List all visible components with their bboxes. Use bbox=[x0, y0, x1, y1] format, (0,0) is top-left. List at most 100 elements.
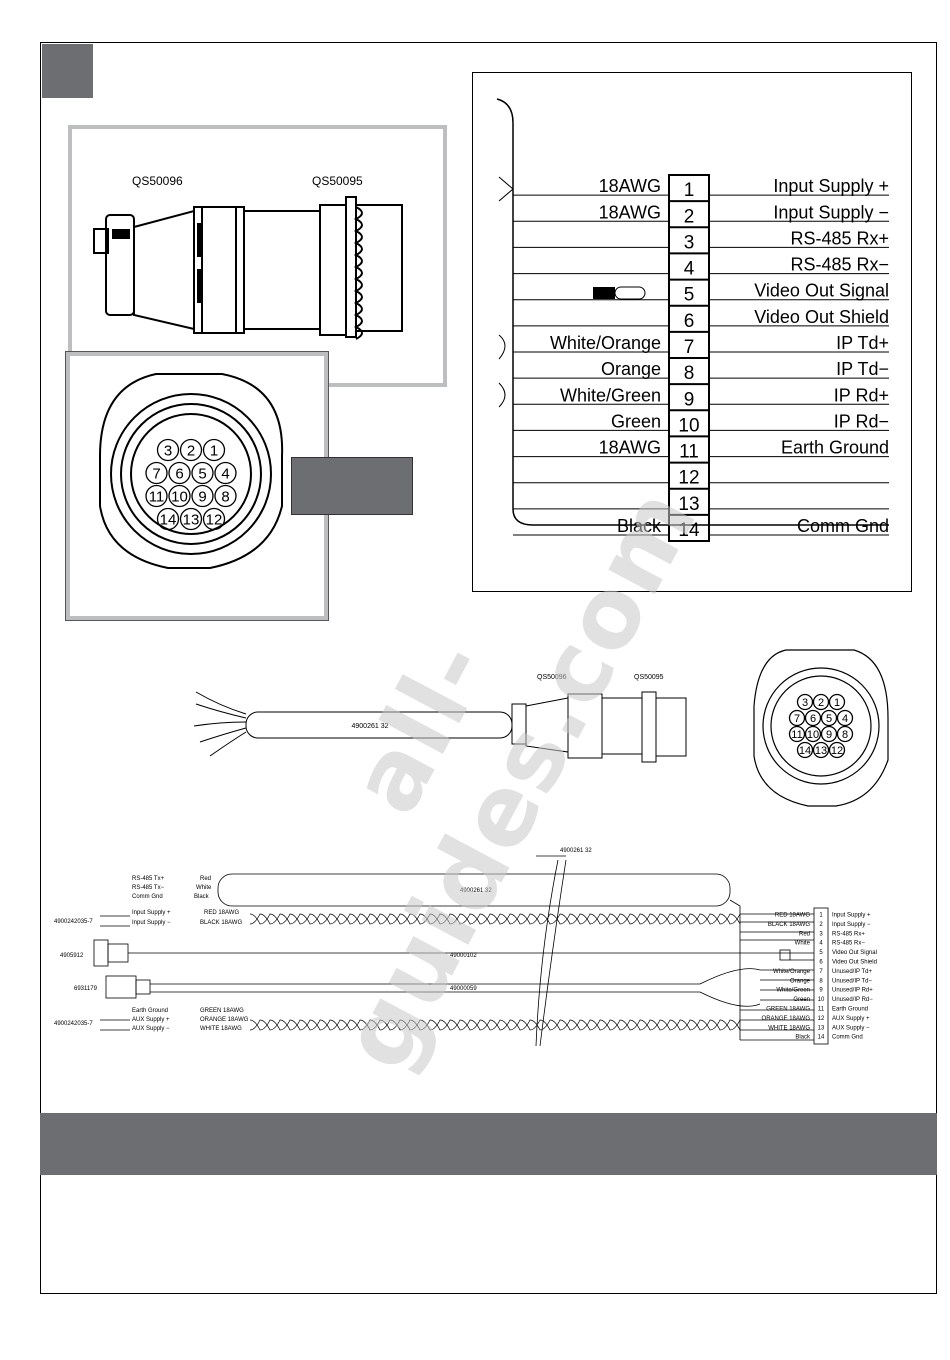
pin-signal-4: RS-485 Rx− bbox=[790, 255, 889, 275]
face-pin-circle-14 bbox=[156, 507, 180, 531]
face-pin-label-3: 3 bbox=[164, 442, 172, 459]
face-pin-circle-10 bbox=[168, 484, 191, 508]
pin-wire-2: 18AWG bbox=[599, 202, 661, 222]
face-pin-circle-2 bbox=[179, 438, 203, 462]
wiring-ground-wire-2: ORANGE 18AWG bbox=[200, 1017, 249, 1023]
wiring-left-wire-1: Red bbox=[200, 876, 211, 882]
pin-signal-6: Video Out Shield bbox=[754, 307, 889, 327]
wiring-pin-wire-1: RED 18AWG bbox=[775, 913, 810, 919]
pin-number-10: 10 bbox=[678, 415, 699, 436]
wiring-supply-wire-2: BLACK 18AWG bbox=[200, 920, 242, 926]
connector-photo-panel: QS50096 QS50095 bbox=[68, 125, 447, 387]
wiring-pin-signal-3: RS-485 Rx+ bbox=[832, 931, 865, 937]
pin-number-9: 9 bbox=[684, 389, 695, 410]
wiring-pin-wire-9: White/Green bbox=[776, 988, 810, 994]
pin-number-8: 8 bbox=[684, 363, 695, 384]
wiring-ground-line-1: Earth Ground bbox=[132, 1008, 168, 1014]
wiring-cable-part: 4900261 32 bbox=[460, 888, 492, 894]
pin-signal-10: IP Rd− bbox=[834, 411, 889, 431]
wiring-pin-number-13: 13 bbox=[818, 1025, 825, 1031]
pin-signal-8: IP Td− bbox=[836, 359, 889, 379]
wiring-supply-wire-1: RED 18AWG bbox=[204, 910, 239, 916]
pin-number-4: 4 bbox=[684, 259, 695, 280]
face-pin-label-2: 2 bbox=[187, 442, 195, 459]
wiring-video-connector: 4905912 bbox=[60, 953, 84, 959]
wiring-pin-signal-7: Unused/IP Td+ bbox=[832, 969, 872, 975]
wiring-pin-wire-8: Orange bbox=[790, 978, 811, 984]
face-pin-circle-7 bbox=[145, 461, 168, 485]
pin-wire-1: 18AWG bbox=[599, 176, 661, 196]
pin-number-12: 12 bbox=[678, 468, 699, 489]
pin-number-1: 1 bbox=[684, 180, 695, 201]
wiring-top-part: 4900261 32 bbox=[560, 848, 592, 854]
face-pin-label-12: 12 bbox=[206, 511, 223, 528]
wiring-ground-part: 4900242035-7 bbox=[54, 1021, 93, 1027]
wiring-left-wire-3: Black bbox=[194, 894, 210, 900]
page-frame bbox=[40, 42, 937, 1294]
wiring-pin-number-7: 7 bbox=[819, 969, 823, 975]
face-pin-circle-1 bbox=[202, 438, 226, 462]
wiring-pin-signal-10: Unused/IP Rd− bbox=[832, 997, 873, 1003]
face-pin-label-6: 6 bbox=[175, 465, 183, 482]
face-pin-circle-5 bbox=[191, 461, 214, 485]
wiring-supply-line-2: Input Supply − bbox=[132, 920, 171, 926]
pin-number-14: 14 bbox=[678, 520, 700, 541]
wiring-pin-signal-11: Earth Ground bbox=[832, 1007, 868, 1013]
wiring-left-label-3: Comm Gnd bbox=[132, 894, 163, 900]
pin-number-7: 7 bbox=[684, 337, 695, 358]
pin-wire-10: Green bbox=[611, 411, 661, 431]
wiring-pin-wire-3: Red bbox=[799, 931, 810, 937]
face-pin-circle-13 bbox=[179, 507, 203, 531]
face-pin-label-8: 8 bbox=[221, 488, 229, 505]
face-pin-label-10: 10 bbox=[171, 488, 188, 505]
wiring-supply-part: 4900242035-7 bbox=[54, 919, 93, 925]
wiring-pin-signal-14: Comm Gnd bbox=[832, 1035, 863, 1041]
wiring-pin-signal-1: Input Supply + bbox=[832, 913, 871, 919]
wiring-pin-number-10: 10 bbox=[818, 997, 825, 1003]
pin-wire-11: 18AWG bbox=[599, 438, 661, 458]
wiring-ground-wire-3: WHITE 18AWG bbox=[200, 1026, 242, 1032]
pin-signal-14: Comm Gnd bbox=[797, 516, 889, 536]
wiring-pin-signal-4: RS-485 Rx− bbox=[832, 941, 865, 947]
wiring-pin-number-3: 3 bbox=[819, 931, 823, 937]
pin-signal-2: Input Supply − bbox=[773, 202, 889, 222]
face-pin-label-4: 4 bbox=[221, 465, 229, 482]
wiring-pin-wire-13: WHITE 18AWG bbox=[768, 1025, 810, 1031]
face-pin-label-5: 5 bbox=[198, 465, 206, 482]
wiring-ethernet-connector: 6931179 bbox=[74, 986, 98, 992]
connector-label-qs50096: QS50096 bbox=[132, 174, 183, 188]
pin-number-5: 5 bbox=[684, 285, 695, 306]
wiring-pin-wire-11: GREEN 18AWG bbox=[766, 1007, 810, 1013]
connector-label-qs50095: QS50095 bbox=[312, 174, 363, 188]
wiring-pin-signal-9: Unused/IP Rd+ bbox=[832, 988, 873, 994]
pin-number-3: 3 bbox=[684, 232, 695, 253]
wiring-ground-wire-1: GREEN 18AWG bbox=[200, 1008, 244, 1014]
wiring-supply-line-1: Input Supply + bbox=[132, 910, 171, 916]
face-pin-circle-11 bbox=[145, 484, 168, 508]
face-pin-label-11: 11 bbox=[149, 488, 165, 505]
pin-signal-7: IP Td+ bbox=[836, 333, 889, 353]
wiring-pin-signal-6: Video Out Shield bbox=[832, 960, 877, 966]
wiring-pin-wire-4: White bbox=[795, 941, 811, 947]
face-pin-circle-6 bbox=[168, 461, 191, 485]
wiring-video-cable: 49000102 bbox=[450, 953, 477, 959]
wiring-pin-wire-10: Green bbox=[793, 997, 810, 1003]
face-pin-label-13: 13 bbox=[183, 511, 200, 528]
wiring-pin-signal-2: Input Supply − bbox=[832, 922, 871, 928]
section-tab bbox=[42, 44, 93, 98]
wiring-pin-number-8: 8 bbox=[819, 978, 823, 984]
connector-illustration: QS50096 QS50095 bbox=[93, 174, 403, 340]
wiring-pin-number-6: 6 bbox=[819, 960, 823, 966]
wiring-pin-number-9: 9 bbox=[819, 988, 823, 994]
wiring-pin-wire-14: Black bbox=[795, 1035, 811, 1041]
pin-wire-7: White/Orange bbox=[550, 333, 661, 353]
wiring-pin-number-2: 2 bbox=[819, 922, 823, 928]
face-pin-circle-9 bbox=[191, 484, 214, 508]
face-pin-label-1: 1 bbox=[210, 442, 218, 459]
wiring-pin-number-11: 11 bbox=[818, 1007, 825, 1013]
wiring-left-label-1: RS-485 Tx+ bbox=[132, 876, 165, 882]
